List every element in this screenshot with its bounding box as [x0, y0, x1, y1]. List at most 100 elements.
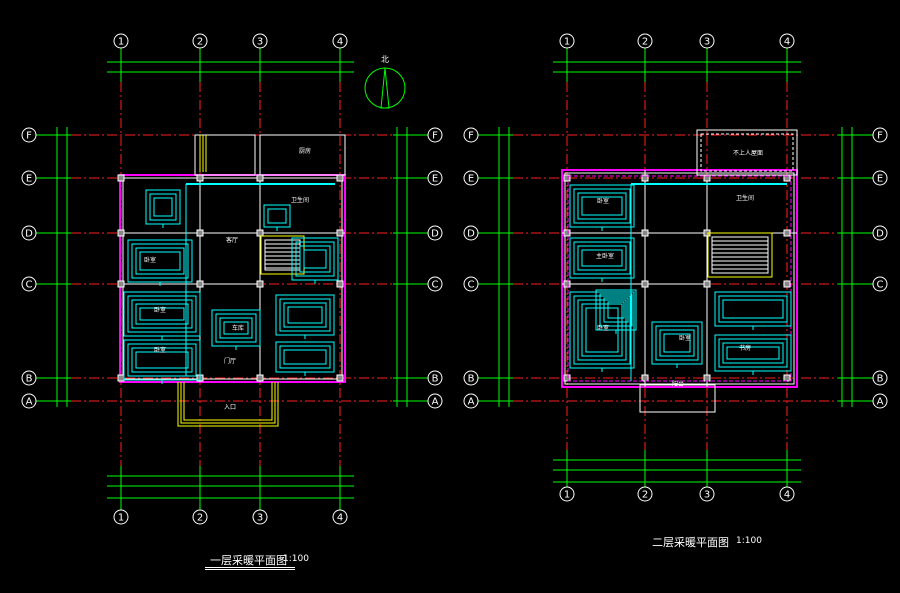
plan-1-heating-coil-9	[263, 204, 291, 231]
plan-1-heating-coil-6	[275, 294, 335, 339]
plan-2-column-post-1-2	[563, 229, 571, 237]
svg-text:A: A	[432, 397, 439, 408]
plan-1-title-underline-2	[205, 569, 295, 570]
plan-1-room-label-2: 卫生间	[291, 196, 309, 204]
plan-1-column-post-1-2	[117, 229, 125, 237]
plan-2-room-label-7: 不上人屋面	[733, 149, 763, 157]
plan-2-room-label-2: 主卧室	[596, 252, 614, 260]
plan-2-room-label-3: 卧室	[597, 324, 609, 332]
svg-text:C: C	[877, 280, 884, 291]
svg-text:2: 2	[197, 513, 203, 524]
svg-text:E: E	[468, 174, 474, 185]
plan-1-title: 一层采暖平面图	[210, 554, 287, 567]
heating-coil-layer	[123, 184, 792, 384]
svg-text:4: 4	[337, 37, 343, 48]
svg-text:D: D	[876, 229, 884, 240]
plan-1-heating-coil-8	[291, 237, 339, 284]
plan-2-axis-bubble-right-3: D	[872, 225, 888, 241]
wall-layer	[117, 129, 798, 427]
plan-1-axis-bubble-bottom-3: 3	[252, 509, 268, 525]
svg-text:1: 1	[118, 37, 124, 48]
plan-2-axis-bubble-bottom-4: 4	[779, 486, 795, 502]
north-arrow-label: 北	[381, 55, 389, 64]
plan-2-roof-outline	[567, 175, 792, 382]
plan-1-heating-coil-4	[123, 339, 201, 384]
plan-1-room-label-7: 车库	[232, 324, 244, 332]
plan-2-axis-bubble-top-4: 4	[779, 33, 795, 49]
plan-1-heating-coil-2	[127, 239, 193, 286]
svg-text:F: F	[877, 131, 883, 142]
plan-1-heating-coil-1	[145, 189, 181, 228]
plan-1-axis-bubble-top-4: 4	[332, 33, 348, 49]
plan-1-heating-coil-5	[211, 309, 261, 350]
plan-2-inner-wall	[564, 172, 795, 385]
plan-2-room-label-4: 卧室	[679, 334, 691, 342]
svg-text:A: A	[877, 397, 884, 408]
plan-2-heating-coil-4	[651, 321, 703, 368]
plan-1-axis-bubble-right-5: B	[427, 370, 443, 386]
plan-2-column-post-1-1	[563, 174, 571, 182]
svg-text:E: E	[432, 174, 438, 185]
plan-1-column-post-3-1	[256, 174, 264, 182]
plan-1-axis-bubble-bottom-4: 4	[332, 509, 348, 525]
svg-text:F: F	[432, 131, 438, 142]
plan-1-room-label-3: 客厅	[226, 236, 238, 244]
plan-2-heating-coil-1	[569, 184, 635, 231]
svg-text:B: B	[26, 374, 33, 385]
plan-1-inner-wall	[122, 177, 343, 380]
plan-1-column-post-4-4	[336, 374, 344, 382]
plan-1-axis-bubble-top-3: 3	[252, 33, 268, 49]
plan-1-room-label-1: 厨房	[299, 147, 311, 155]
plan-2-column-post-4-2	[783, 229, 791, 237]
plan-2-axis-bubble-right-1: F	[872, 127, 888, 143]
svg-text:1: 1	[564, 37, 570, 48]
plan-2-heating-coil-2	[569, 237, 635, 282]
svg-text:D: D	[467, 229, 475, 240]
plan-2-axis-bubble-left-2: E	[463, 170, 479, 186]
svg-text:B: B	[877, 374, 884, 385]
svg-text:4: 4	[784, 37, 790, 48]
plan-2-column-post-2-1	[641, 174, 649, 182]
plan-1-column-post-2-2	[196, 229, 204, 237]
plan-2-stair-rail	[707, 232, 773, 278]
plan-1-column-post-2-1	[196, 174, 204, 182]
svg-text:1: 1	[564, 490, 570, 501]
plan-2-axis-bubble-left-4: C	[463, 276, 479, 292]
plan-1-axis-bubble-left-3: D	[21, 225, 37, 241]
svg-text:3: 3	[704, 37, 710, 48]
plan-2-axis-bubble-right-5: B	[872, 370, 888, 386]
plan-1-room-label-8: 门厅	[224, 357, 236, 365]
plan-2-room-label-6: 卫生间	[736, 194, 754, 202]
svg-text:B: B	[432, 374, 439, 385]
plan-2-room-label-1: 卧室	[597, 197, 609, 205]
plan-2-heating-coil-5	[714, 291, 792, 330]
plan-1-axis-bubble-left-4: C	[21, 276, 37, 292]
plan-2-axis-bubble-left-1: F	[463, 127, 479, 143]
plan-2-heating-coil-7	[595, 289, 637, 334]
plan-1-axis-bubble-left-2: E	[21, 170, 37, 186]
plan-2-column-post-1-3	[563, 280, 571, 288]
plan-2-column-post-4-3	[783, 280, 791, 288]
svg-text:4: 4	[784, 490, 790, 501]
plan-2-column-post-2-2	[641, 229, 649, 237]
plan-1-column-post-2-3	[196, 280, 204, 288]
plan-1-column-post-1-1	[117, 174, 125, 182]
svg-text:D: D	[25, 229, 33, 240]
plan-2-axis-bubble-right-6: A	[872, 393, 888, 409]
svg-text:A: A	[468, 397, 475, 408]
plan-1-bay-wall	[194, 134, 256, 176]
north-arrow-needle	[380, 67, 390, 109]
plan-1-axis-bubble-bottom-2: 2	[192, 509, 208, 525]
plan-1-axis-bubble-right-6: A	[427, 393, 443, 409]
plan-1-room-label-4: 卧室	[144, 256, 156, 264]
svg-text:3: 3	[704, 490, 710, 501]
plan-1-room-label-6: 卧室	[154, 346, 166, 354]
plan-2-upper-room-wall	[696, 129, 798, 176]
plan-1-column-post-4-3	[336, 280, 344, 288]
plan-2-room-label-8: 阳台	[672, 380, 684, 388]
plan-1-axis-bubble-right-2: E	[427, 170, 443, 186]
svg-text:2: 2	[642, 37, 648, 48]
plan-1-room-label-9: 入口	[224, 404, 236, 411]
plan-2-column-post-1-4	[563, 374, 571, 382]
